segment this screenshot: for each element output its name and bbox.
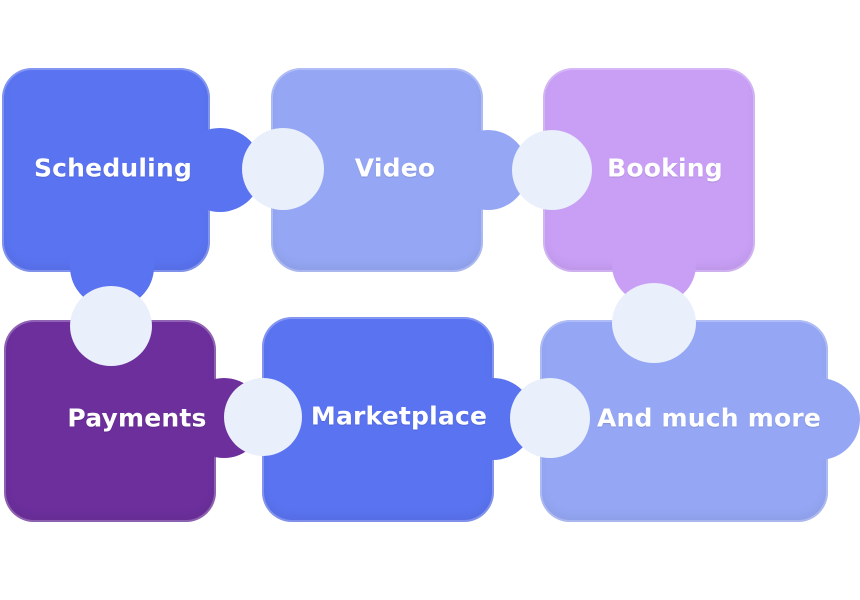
label-video: Video [354, 153, 436, 183]
label-more: And much more [596, 403, 822, 433]
puzzle-hole-marketplace-left [224, 378, 302, 456]
puzzle-hole-video-left [242, 128, 324, 210]
puzzle-hole-more-top [612, 283, 696, 363]
label-marketplace: Marketplace [310, 401, 488, 431]
label-scheduling: Scheduling [33, 153, 193, 183]
puzzle-knob-more-right [778, 378, 860, 460]
label-booking: Booking [607, 153, 723, 183]
puzzle-hole-booking-left [512, 130, 592, 210]
puzzle-hole-more-left [510, 378, 590, 458]
label-payments: Payments [67, 403, 207, 433]
puzzle-hole-payments-top [70, 286, 152, 366]
